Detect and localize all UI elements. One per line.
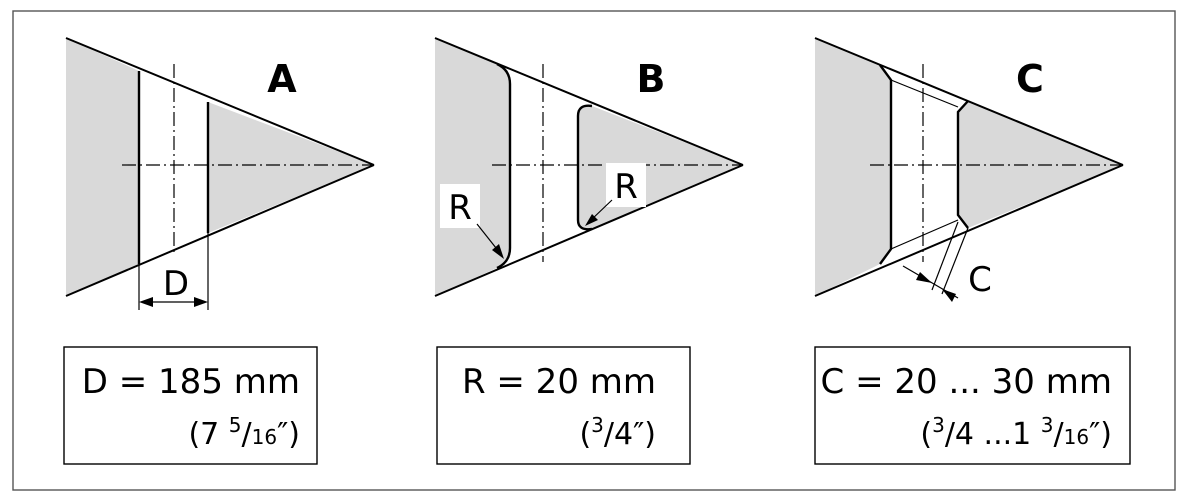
panel-a: D A D = 185 mm (7 5/16″) — [63, 37, 375, 465]
panel-c-arrow-1 — [916, 272, 932, 283]
panel-b-dimension-label-right: R — [614, 167, 638, 207]
panel-c-chamfer-top — [890, 79, 959, 108]
panel-b-value-box — [436, 346, 691, 465]
panel-c-edge-top — [814, 37, 1124, 166]
panel-a-arrow-right — [194, 297, 208, 307]
panel-a-title: A — [267, 57, 297, 101]
panel-b-shade-left — [435, 38, 510, 296]
panel-b-r-left-bg — [440, 184, 480, 228]
panel-c-imperial: (3/4 ...1 3/16″) — [920, 413, 1112, 452]
panel-b-title: B — [637, 57, 666, 101]
panel-a-dimension-label: D — [163, 264, 189, 304]
panel-a-imperial: (7 5/16″) — [188, 413, 300, 452]
panel-c-arrow-2 — [942, 289, 956, 302]
panel-c-cut-right — [956, 100, 969, 229]
panel-b-imperial: (3/4″) — [579, 413, 656, 452]
panel-c-ext-2 — [941, 227, 969, 295]
panel-b-cut-right — [576, 104, 593, 231]
panel-b: R R B R = 20 mm (3/4″) — [434, 37, 744, 465]
panel-c-dimension-label: C — [968, 260, 992, 300]
panel-c-shade-left — [815, 38, 891, 296]
panel-b-edge-top — [434, 37, 744, 166]
panel-c-value-box — [814, 346, 1131, 465]
panel-b-r-right-arrow — [585, 214, 598, 226]
panel-c-ext-1 — [931, 221, 959, 291]
panel-c: C C C = 20 ... 30 mm (3/4 ...1 3/16″) — [814, 37, 1131, 465]
panel-b-edge-bottom — [434, 164, 744, 297]
panel-a-edge-top — [65, 37, 375, 166]
panel-c-chamfer-bottom — [890, 219, 959, 250]
panel-b-formula: R = 20 mm — [462, 362, 656, 402]
panel-c-title: C — [1016, 57, 1044, 101]
panel-b-cut-left — [496, 62, 512, 270]
panel-a-shade-left — [66, 38, 139, 296]
panel-a-edge-bottom — [65, 164, 375, 297]
panel-c-formula: C = 20 ... 30 mm — [821, 362, 1112, 402]
panel-b-r-left-arrow — [492, 244, 504, 259]
panel-a-value-box — [63, 346, 318, 465]
panel-a-shade-right — [208, 102, 374, 233]
panel-b-r-right-bg — [606, 163, 646, 207]
panel-c-cut-left — [879, 64, 893, 265]
panel-b-dimension-label-left: R — [448, 188, 472, 228]
panel-c-edge-bottom — [814, 164, 1124, 297]
panel-a-arrow-left — [139, 297, 153, 307]
panel-a-formula: D = 185 mm — [82, 362, 300, 402]
